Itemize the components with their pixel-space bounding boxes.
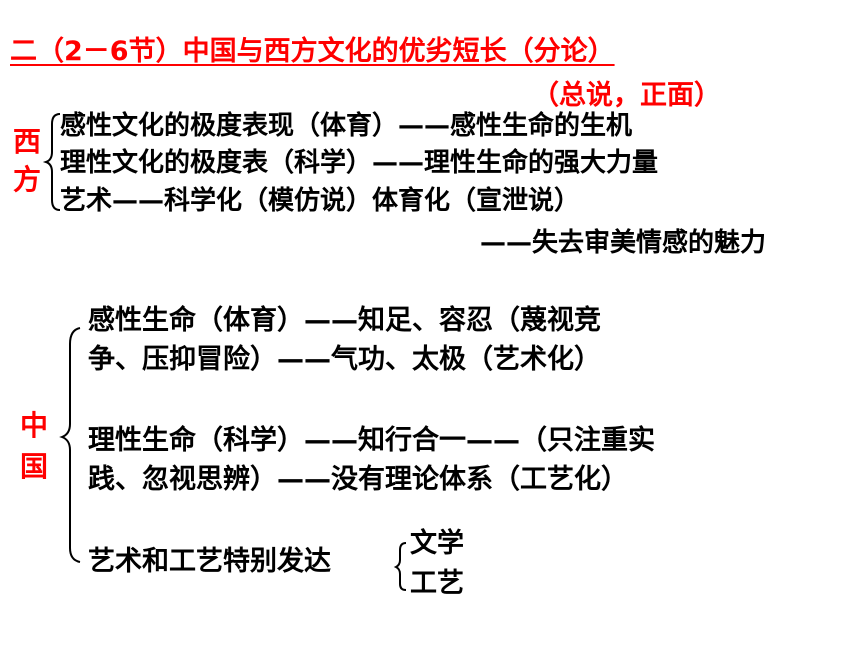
slide-subtitle: （总说，正面） — [532, 80, 721, 111]
china-line-2: 争、压抑冒险）——气功、太极（艺术化） — [88, 344, 601, 375]
west-line-1: 感性文化的极度表现（体育）——感性生命的生机 — [60, 111, 633, 141]
china-brace — [59, 327, 81, 563]
arts-craft: 工艺 — [410, 568, 464, 599]
china-label-top: 中 — [20, 409, 49, 442]
china-line-4: 践、忽视思辨）——没有理论体系（工艺化） — [88, 464, 628, 495]
west-line-3: 艺术——科学化（模仿说）体育化（宣泄说） — [60, 186, 581, 216]
arts-brace — [393, 542, 407, 591]
china-label-bottom: 国 — [20, 450, 49, 483]
china-line-3: 理性生命（科学）——知行合一——（只注重实 — [88, 425, 655, 456]
china-line-1: 感性生命（体育）——知足、容忍（蔑视竞 — [88, 305, 601, 336]
west-brace — [42, 113, 61, 211]
west-line-4: ——失去审美情感的魅力 — [480, 228, 767, 258]
arts-literature: 文学 — [410, 528, 464, 559]
china-line-5: 艺术和工艺特别发达 — [88, 546, 331, 577]
west-label-top: 西 — [13, 125, 42, 158]
west-line-2: 理性文化的极度表（科学）——理性生命的强大力量 — [60, 148, 659, 178]
west-label-bottom: 方 — [13, 163, 42, 196]
slide-title: 二（2－6节）中国与西方文化的优劣短长（分论） — [10, 36, 615, 67]
